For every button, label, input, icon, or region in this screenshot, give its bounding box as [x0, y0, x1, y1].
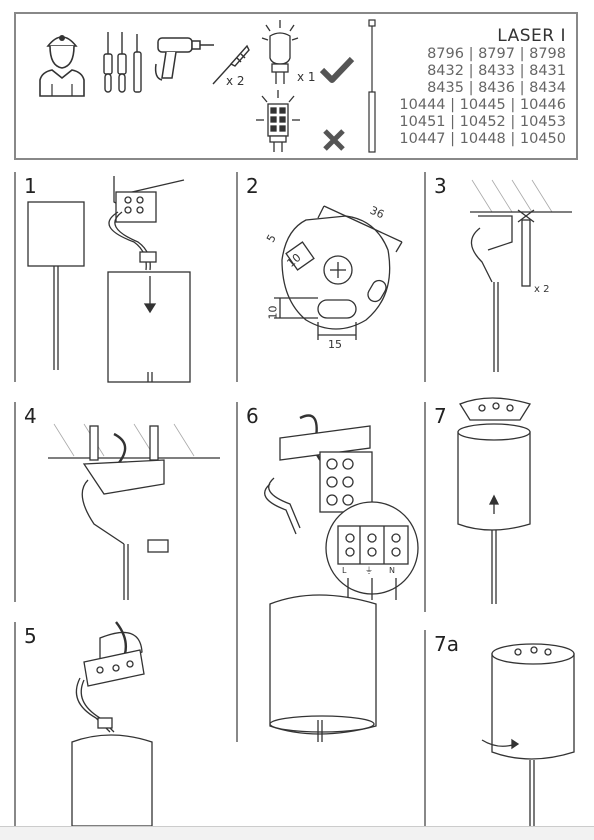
dimension-15: 15: [328, 338, 342, 351]
tools-and-product-header: x 2 x 1: [14, 12, 578, 160]
product-title: LASER I: [497, 26, 566, 46]
cross-mark-icon: [323, 129, 345, 151]
step-7-number: 7: [434, 404, 447, 428]
dimension-10-height: 10: [266, 305, 280, 320]
step-2-divider: [236, 172, 238, 382]
led-module-icon: [256, 90, 300, 152]
bulb-quantity: x 1: [297, 70, 316, 84]
step-7a-divider: [424, 630, 426, 826]
product-code-row: 8432 | 8433 | 8431: [427, 63, 566, 79]
step-7a-number: 7a: [434, 632, 459, 656]
step-2-number: 2: [246, 174, 259, 198]
product-code-list: 8796 | 8797 | 8798 8432 | 8433 | 8431 84…: [399, 46, 566, 148]
product-code-row: 8435 | 8436 | 8434: [427, 80, 566, 96]
pendant-lamp-icon: [368, 19, 376, 153]
step-2-template-diagram: [274, 205, 403, 340]
terminal-label-earth: ⏚: [365, 566, 373, 575]
check-mark-icon: [319, 56, 355, 83]
product-code-row: 10451 | 10452 | 10453: [399, 114, 566, 130]
page-bottom-strip: [0, 826, 594, 840]
step-4-divider: [14, 402, 16, 602]
step-1-divider: [14, 172, 16, 382]
step-6-number: 6: [246, 404, 259, 428]
product-code-row: 10444 | 10445 | 10446: [399, 97, 566, 113]
step-1-number: 1: [24, 174, 37, 198]
installer-person-icon: [39, 35, 85, 97]
step-3-illustration: [470, 179, 572, 372]
step-7-illustration: [457, 397, 532, 604]
step-4-illustration: [48, 423, 220, 600]
plug-quantity: x 2: [226, 74, 245, 88]
step-6-illustration: [264, 414, 419, 742]
step-3-divider: [424, 172, 426, 382]
step-4-number: 4: [24, 404, 37, 428]
screwdrivers-icon: [103, 32, 142, 93]
step-7a-illustration: [481, 643, 575, 826]
terminal-label-neutral: N: [389, 566, 395, 575]
drill-icon: [154, 37, 214, 81]
step-1-illustration: [27, 176, 191, 383]
g9-bulb-icon: [261, 20, 299, 84]
product-code-row: 8796 | 8797 | 8798: [427, 46, 566, 62]
step-5-illustration: [71, 621, 153, 827]
step-7-divider: [424, 402, 426, 612]
step-3-number: 3: [434, 174, 447, 198]
step-5-divider: [14, 622, 16, 826]
wall-plug-screw-icon: [212, 44, 250, 85]
step-5-number: 5: [24, 624, 37, 648]
product-code-row: 10447 | 10448 | 10450: [399, 131, 566, 147]
terminal-label-live: L: [342, 566, 347, 575]
step-3-screw-quantity: x 2: [534, 284, 550, 295]
step-6-divider: [236, 402, 238, 742]
